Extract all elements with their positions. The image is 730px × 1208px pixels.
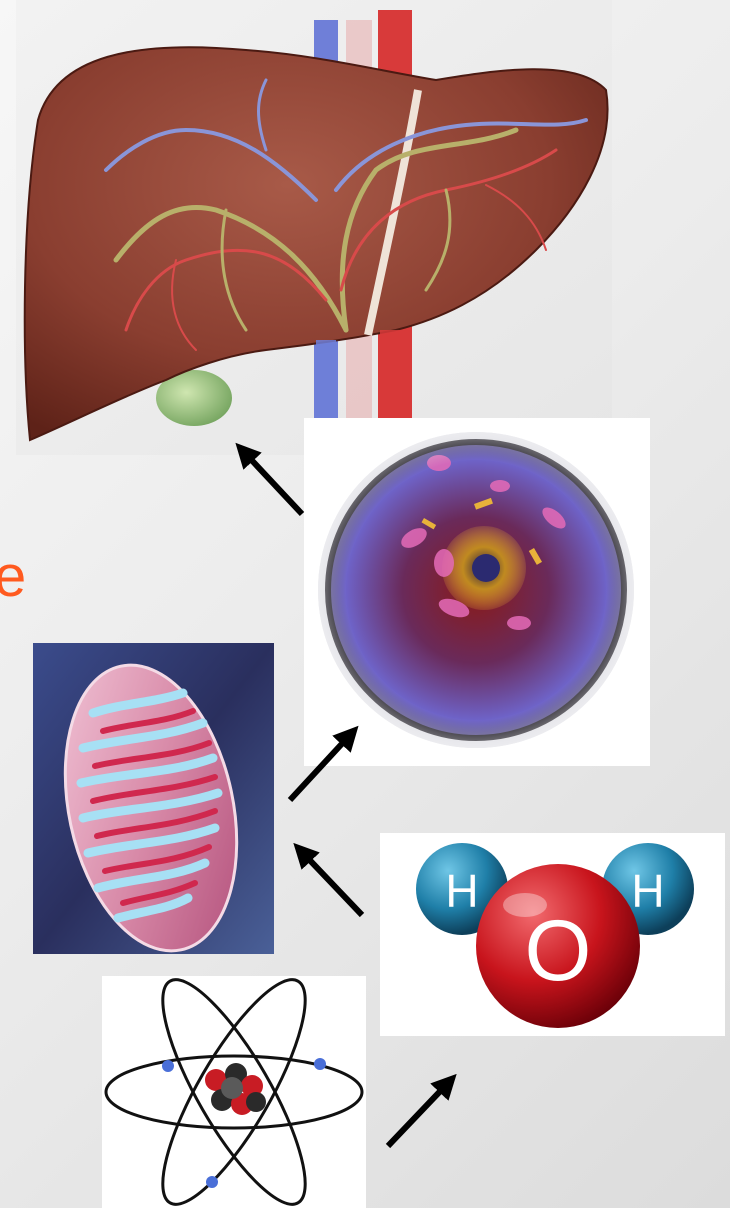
arrow-icon bbox=[388, 1083, 448, 1146]
arrow-icon bbox=[290, 735, 350, 800]
arrow-icon bbox=[244, 452, 302, 514]
arrow-icon bbox=[302, 852, 362, 915]
